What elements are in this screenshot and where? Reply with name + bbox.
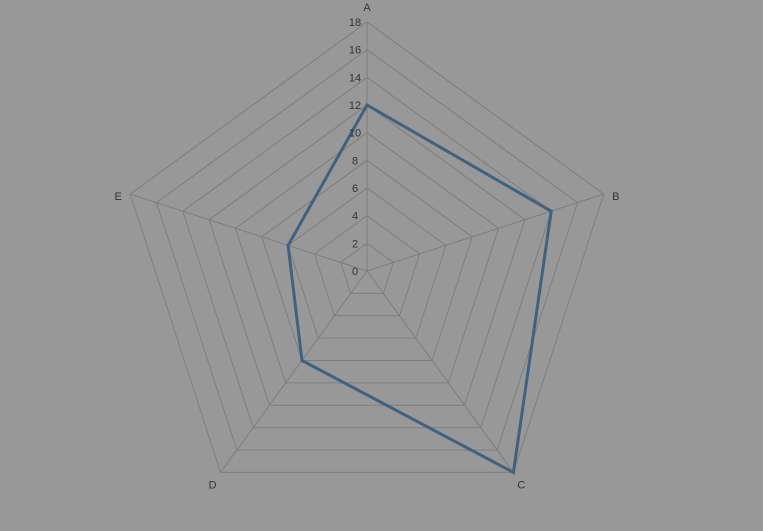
spoke-E xyxy=(130,193,368,272)
series-0-point-A xyxy=(365,103,369,107)
tick-label-0: 0 xyxy=(352,266,358,278)
gridline-ring-1 xyxy=(340,242,394,294)
tick-label-4: 8 xyxy=(352,155,358,167)
tick-label-5: 10 xyxy=(349,128,361,140)
tick-label-7: 14 xyxy=(349,72,361,84)
grid-layer xyxy=(129,21,605,473)
category-label-D: D xyxy=(209,479,217,491)
gridline-ring-7 xyxy=(182,76,552,429)
gridline-ring-2 xyxy=(313,215,421,317)
series-0-point-E xyxy=(286,243,290,247)
tick-label-1: 2 xyxy=(352,238,358,250)
series-0-point-C xyxy=(511,470,515,474)
tick-label-2: 4 xyxy=(352,211,358,223)
category-label-E: E xyxy=(115,191,122,203)
tick-label-9: 18 xyxy=(349,17,361,29)
spoke-B xyxy=(366,193,604,272)
gridline-ring-4 xyxy=(261,159,473,361)
category-label-C: C xyxy=(517,479,525,491)
spoke-D xyxy=(220,270,368,473)
label-layer: 0 2 4 6 8 10 12 14 16 18A B C D E xyxy=(115,2,620,491)
gridline-ring-8 xyxy=(155,49,579,451)
tick-label-3: 6 xyxy=(352,183,358,195)
gridline-ring-6 xyxy=(208,104,526,406)
category-label-A: A xyxy=(363,2,371,14)
tick-label-8: 16 xyxy=(349,45,361,57)
gridline-ring-9 xyxy=(129,21,605,473)
series-0-point-D xyxy=(300,359,304,362)
gridline-ring-5 xyxy=(234,132,500,384)
gridline-ring-3 xyxy=(287,187,447,339)
tick-label-6: 12 xyxy=(349,100,361,112)
series-0-line xyxy=(286,102,553,475)
category-label-B: B xyxy=(612,191,619,203)
spoke-C xyxy=(366,270,514,473)
series-layer xyxy=(286,102,553,475)
series-0-point-B xyxy=(549,209,553,213)
